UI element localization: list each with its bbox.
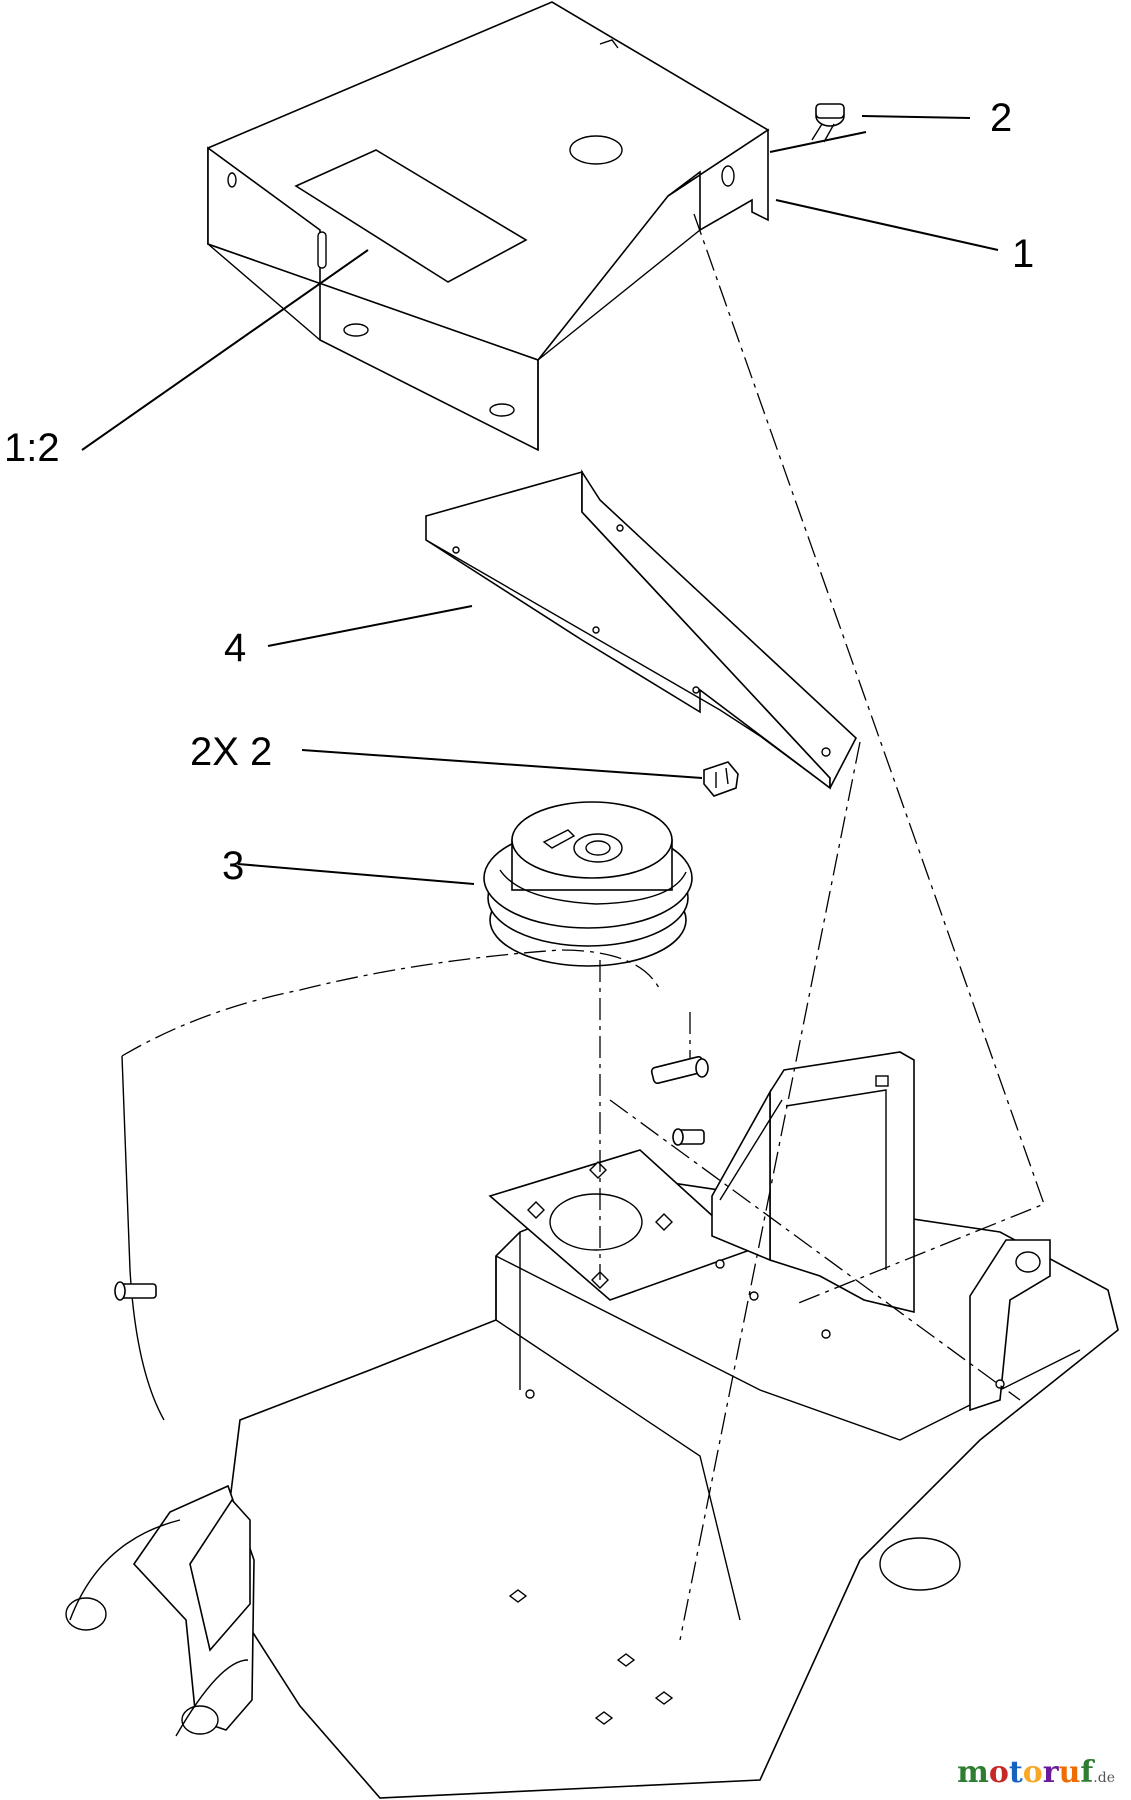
- callout-label-3: 3: [222, 844, 245, 888]
- callout-label-4: 4: [224, 626, 247, 670]
- watermark-letter: o: [1022, 1755, 1043, 1790]
- watermark-text: motoruf: [957, 1755, 1093, 1790]
- pin-center: [650, 1055, 709, 1085]
- watermark-letter: t: [1008, 1755, 1023, 1790]
- pin-left: [114, 1281, 157, 1301]
- small-bolt-part: [703, 761, 739, 797]
- watermark-letter: o: [988, 1755, 1009, 1790]
- bracket-part: [425, 469, 857, 790]
- bolt-part: [811, 103, 845, 143]
- callout-label-1: 1: [1012, 232, 1035, 276]
- assembly-lines: [599, 213, 1045, 1641]
- watermark-letter: u: [1058, 1755, 1081, 1790]
- callout-label-2: 2: [990, 96, 1013, 140]
- watermark-letter: f: [1080, 1755, 1094, 1790]
- leader-lines: [81, 115, 999, 885]
- watermark-domain: .de: [1093, 1770, 1115, 1786]
- mower-deck: [65, 949, 1119, 1799]
- cover-shield-part: [207, 1, 770, 452]
- motoruf-watermark: motoruf.de: [957, 1755, 1115, 1790]
- watermark-letter: m: [957, 1755, 989, 1790]
- callout-label-2x2: 2X 2: [190, 730, 273, 774]
- pin-small: [672, 1128, 705, 1146]
- pulley-part: [483, 801, 693, 967]
- watermark-letter: r: [1042, 1755, 1059, 1790]
- callout-label-1-2: 1:2: [4, 426, 60, 470]
